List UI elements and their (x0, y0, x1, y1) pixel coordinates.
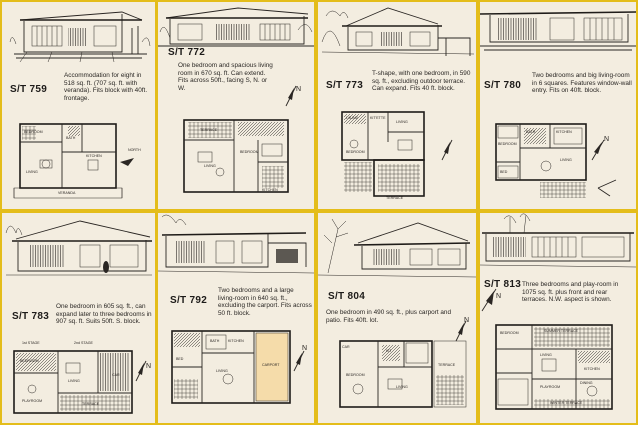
room-label: KITCHEN (584, 367, 600, 371)
room-label: TERRACE (438, 363, 456, 367)
room-label: BATH (66, 136, 76, 140)
room-label: CARPORT (262, 363, 280, 367)
room-label: LIVING (204, 164, 216, 168)
room-label: BEDROOM (20, 359, 39, 363)
plan-panel-813: S/T 813 Three bedrooms and play-room in … (480, 213, 636, 423)
house-sketch-813 (480, 213, 636, 410)
plan-code: S/T 780 (484, 80, 522, 91)
room-label: LIVING (68, 379, 80, 383)
room-label: PLAYROOM (22, 399, 43, 403)
room-label: BATH (210, 339, 220, 343)
room-label: LIVING (216, 369, 228, 373)
house-sketch-792 (158, 214, 314, 404)
plan-panel-759: S/T 759 Accommodation for eight in 518 s… (2, 2, 155, 209)
compass-north: N (464, 317, 470, 324)
room-label: KITCHEN (262, 188, 278, 192)
room-label: TERRACE (200, 128, 218, 132)
room-label: DINING (580, 381, 593, 385)
house-sketch-759 (9, 11, 151, 199)
room-label: LIVING (396, 120, 408, 124)
plan-code: S/T 783 (12, 311, 50, 322)
plan-description: One bedroom in 490 sq. ft., plus carport… (326, 309, 452, 324)
room-label: LIVING (26, 170, 38, 174)
plan-code: S/T 759 (10, 84, 48, 95)
room-label: LIVING (560, 158, 572, 162)
room-label: KIT'ETTE (370, 116, 386, 120)
room-label: BEDROOM (500, 331, 519, 335)
plan-code: S/T 804 (328, 291, 366, 302)
room-label: CAR (112, 373, 120, 377)
room-label: 1st STAGE (22, 341, 40, 345)
room-label: BED (176, 357, 184, 361)
room-label: KITCHEN (556, 130, 572, 134)
room-label: CAR (342, 345, 350, 349)
room-label: VERANDA (58, 191, 76, 195)
plan-panel-780: S/T 780 Two bedrooms and big living-room… (480, 2, 636, 209)
plan-panel-772: S/T 772 One bedroom and spacious living … (158, 2, 314, 209)
room-label: LIVING (396, 385, 408, 389)
room-label: KITCHEN (228, 339, 244, 343)
plan-code: S/T 792 (170, 295, 208, 306)
room-label: BEDROOM (24, 130, 43, 134)
room-label: BEDROOM (346, 150, 365, 154)
room-label: BEDROOM (498, 142, 517, 146)
room-label: BATH (526, 130, 536, 134)
plan-code: S/T 773 (326, 80, 364, 91)
room-label: TERRACE (82, 402, 100, 406)
room-label: KIT (386, 349, 392, 353)
house-sketch-780 (480, 11, 636, 198)
plan-description: T-shape, with one bedroom, in 590 sq. ft… (372, 70, 471, 93)
room-label: LIVING (540, 353, 552, 357)
room-label: BEDROOM (240, 150, 259, 154)
room-label: WINTER TERRACE (550, 401, 583, 405)
plan-description: Two bedrooms and big living-room in 6 sq… (532, 72, 632, 95)
plan-panel-804: S/T 804 One bedroom in 490 sq. ft., plus… (318, 213, 476, 423)
room-label: BEDROOM (346, 373, 365, 377)
north-label: NORTH (128, 148, 141, 152)
plan-description: Accommodation for eight in 518 sq. ft. (… (64, 72, 148, 102)
room-label: LAUND (346, 116, 359, 120)
house-sketch-773 (321, 7, 475, 197)
house-sketch-772 (158, 7, 314, 193)
compass-north: N (296, 86, 302, 93)
room-label: KITCHEN (86, 154, 102, 158)
house-sketch-804 (318, 218, 476, 408)
compass-north: N (302, 345, 308, 352)
plan-panel-792: S/T 792 Two bedrooms and a large living-… (158, 213, 314, 423)
plan-description: One bedroom and spacious living room in … (178, 62, 273, 92)
plan-panel-783: S/T 783 One bedroom in 605 sq. ft., can … (2, 213, 155, 423)
room-label: SUMMER TERRACE (544, 329, 579, 333)
compass-north: N (604, 136, 610, 143)
house-sketch-783 (5, 220, 152, 414)
plan-panel-773: S/T 773 T-shape, with one bedroom, in 59… (318, 2, 476, 209)
plan-description: One bedroom in 605 sq. ft., can expand l… (56, 303, 152, 326)
room-label: BED (500, 170, 508, 174)
plan-description: Two bedrooms and a large living-room in … (218, 287, 312, 317)
compass-north: N (496, 293, 502, 300)
plan-description: Three bedrooms and play-room in 1075 sq.… (522, 281, 619, 304)
plan-code: S/T 772 (168, 47, 206, 58)
room-label: 2nd STAGE (74, 341, 93, 345)
compass-north: N (146, 363, 152, 370)
plan-code: S/T 813 (484, 279, 522, 290)
room-label: TERRACE (386, 196, 404, 200)
room-label: PLAYROOM (540, 385, 561, 389)
